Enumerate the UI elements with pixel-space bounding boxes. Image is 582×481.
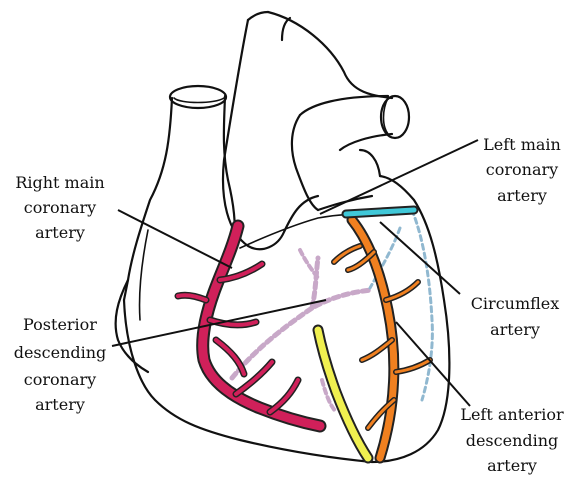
leader-left-main [320,140,478,214]
label-line: Posterior [23,315,97,334]
label-right-main-coronary-artery: Right main coronary artery [15,173,104,242]
posterior-vein-branch [312,258,318,308]
label-left-main-coronary-artery: Left main coronary artery [483,135,561,205]
label-line: coronary [24,370,96,389]
label-line: Circumflex [471,294,560,313]
label-line: artery [35,395,85,414]
posterior-vein-upper [232,290,372,378]
label-line: Left anterior [460,405,564,424]
label-left-anterior-descending-artery: Left anterior descending artery [460,405,564,475]
label-line: artery [487,456,537,475]
aorta [223,20,318,249]
pulmonary-opening [381,96,409,138]
right-atrium [116,280,148,372]
label-line: descending [14,343,107,362]
superior-vena-cava [124,98,172,300]
label-line: Left main [483,135,561,154]
label-line: descending [466,431,559,450]
label-line: artery [497,186,547,205]
label-line: artery [35,223,85,242]
heart-outline [116,12,450,462]
left-main-coronary-vessel [346,210,414,214]
right-coronary-vessel [178,226,320,426]
vena-cava-opening [170,86,226,108]
posterior-veins [232,250,372,412]
label-line: Right main [15,173,104,192]
label-line: artery [490,320,540,339]
label-line: coronary [486,160,558,179]
label-line: coronary [24,198,96,217]
label-circumflex-artery: Circumflex artery [471,294,560,339]
leader-right-main [118,210,232,268]
label-posterior-descending-coronary-artery: Posterior descending coronary artery [14,315,107,414]
